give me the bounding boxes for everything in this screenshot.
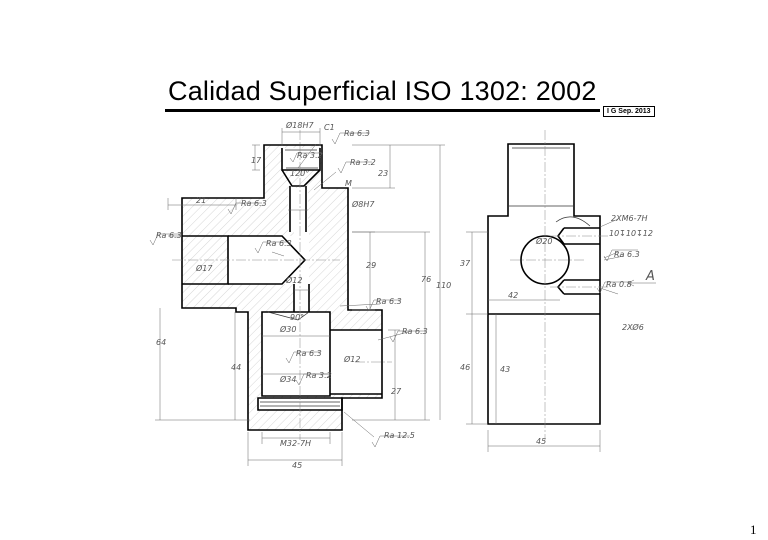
- roughness-ra63-b: Ra 6.3: [296, 349, 322, 358]
- label-d20: Ø20: [535, 236, 552, 246]
- label-c1: C1: [324, 123, 335, 132]
- label-depth: 10↧10↧12: [609, 229, 653, 238]
- dim-45-right: 45: [536, 437, 546, 446]
- label-m32: M32-7H: [280, 439, 311, 448]
- dim-110: 110: [436, 281, 451, 290]
- page-number: 1: [750, 522, 757, 537]
- roughness-ra32-mid: Ra 3.2: [350, 158, 376, 167]
- dim-76: 76: [421, 275, 431, 284]
- dim-44: 44: [231, 363, 241, 372]
- roughness-ra32-top: Ra 3.2: [297, 151, 323, 160]
- angle-90: 90°: [290, 313, 304, 322]
- label-d8h7: Ø8H7: [351, 199, 375, 209]
- roughness-ra08: Ra 0.8: [606, 280, 632, 289]
- angle-120: 120°: [290, 169, 309, 178]
- roughness-ra32-b: Ra 3.2: [306, 371, 332, 380]
- dim-27: 27: [391, 387, 402, 396]
- roughness-ra63-c: Ra 6.3: [266, 239, 292, 248]
- title-underline: [165, 109, 600, 112]
- label-d12-upper: Ø12: [285, 275, 302, 285]
- dim-37: 37: [460, 259, 471, 268]
- view-letter-a: A: [645, 269, 655, 284]
- side-outline: [487, 143, 601, 425]
- dim-29: 29: [366, 261, 376, 270]
- dim-17: 17: [251, 156, 262, 165]
- roughness-ra63-top: Ra 6.3: [344, 129, 370, 138]
- roughness-ra63-r2: Ra 6.3: [402, 327, 428, 336]
- dim-42: 42: [508, 291, 518, 300]
- section-outline: [181, 144, 383, 431]
- label-2xm6: 2XM6-7H: [611, 214, 648, 223]
- roughness-ra63-side: Ra 6.3: [614, 250, 640, 259]
- label-d12: Ø12: [343, 354, 360, 364]
- side-view: 2XM6-7H 10↧10↧12 Ra 6.3 Ø20 A 37 Ra 0.8 …: [460, 130, 656, 452]
- label-d17: Ø17: [195, 263, 213, 273]
- label-d18h7: Ø18H7: [285, 120, 314, 130]
- roughness-ra125: Ra 12.5: [384, 431, 415, 440]
- roughness-ra63-r: Ra 6.3: [376, 297, 402, 306]
- revision-badge: I G Sep. 2013: [603, 106, 655, 117]
- dim-64: 64: [156, 338, 166, 347]
- label-m: M: [345, 179, 352, 188]
- label-d30: Ø30: [279, 324, 296, 334]
- label-2xd6: 2XØ6: [622, 322, 644, 332]
- dim-46: 46: [460, 363, 470, 372]
- dim-23: 23: [378, 169, 388, 178]
- roughness-ra63-l2: Ra 6.3: [156, 231, 182, 240]
- section-view: Ø18H7 C1 Ra 6.3 Ra 3.2 Ra 3.2 17 23 120°…: [149, 120, 451, 470]
- label-d34: Ø34: [279, 374, 296, 384]
- slide-title: Calidad Superficial ISO 1302: 2002: [168, 76, 597, 106]
- roughness-ra63-l1: Ra 6.3: [241, 199, 267, 208]
- dim-43: 43: [500, 365, 510, 374]
- dim-21: 21: [196, 196, 206, 205]
- dim-45-left: 45: [292, 461, 302, 470]
